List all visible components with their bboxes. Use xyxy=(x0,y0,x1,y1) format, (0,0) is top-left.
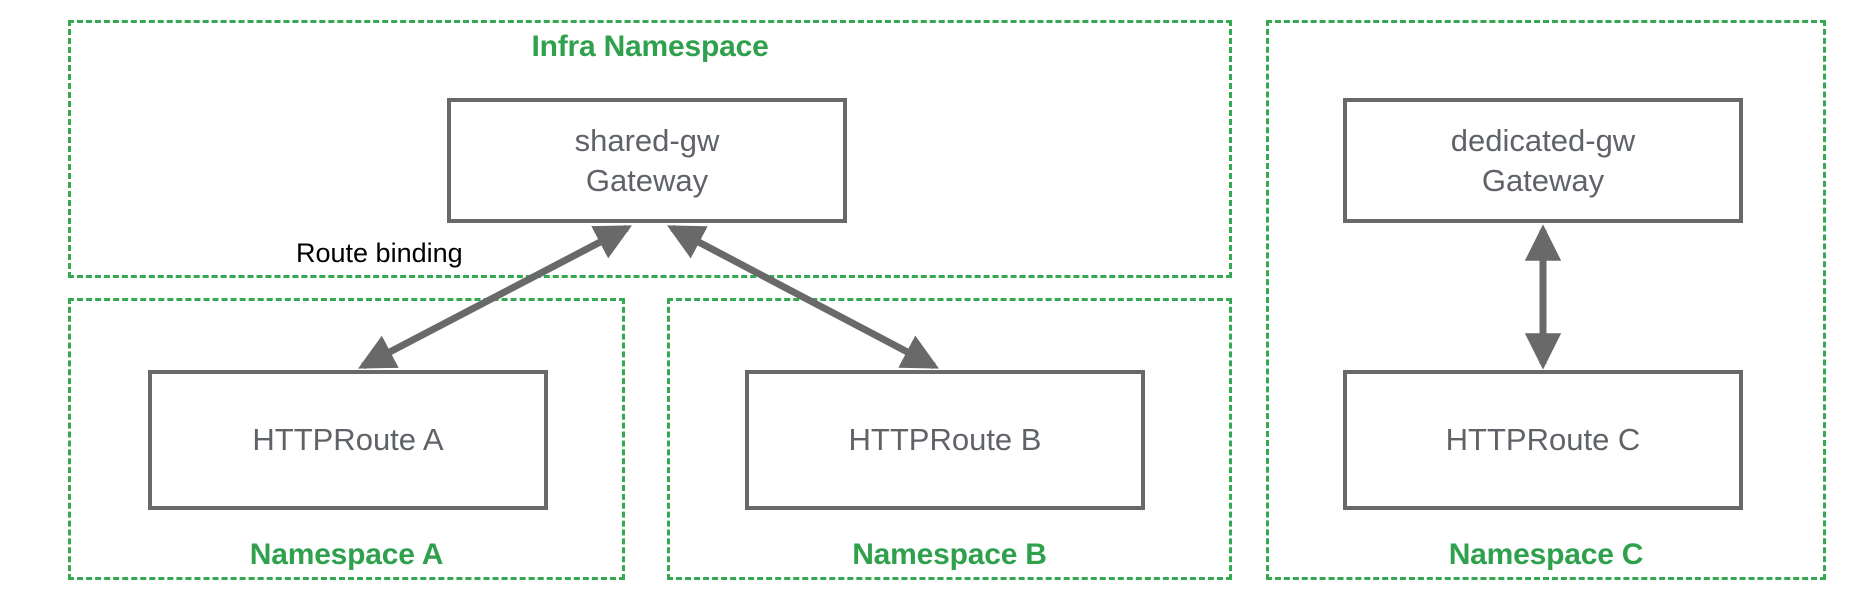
resource-box-httproute-a[interactable]: HTTPRoute A xyxy=(148,370,548,510)
namespace-box-infra xyxy=(68,20,1232,278)
resource-box-shared-gw[interactable]: shared-gw Gateway xyxy=(447,98,847,223)
namespace-label-b: Namespace B xyxy=(852,538,1047,571)
namespace-box-b xyxy=(667,298,1232,580)
namespace-box-c xyxy=(1266,20,1826,580)
namespace-label-infra: Infra Namespace xyxy=(531,30,769,63)
resource-box-httproute-b[interactable]: HTTPRoute B xyxy=(745,370,1145,510)
edge-label-route-binding: Route binding xyxy=(296,238,463,268)
namespace-label-c: Namespace C xyxy=(1448,538,1644,571)
resource-box-dedicated-gw[interactable]: dedicated-gw Gateway xyxy=(1343,98,1743,223)
resource-box-httproute-c[interactable]: HTTPRoute C xyxy=(1343,370,1743,510)
namespace-label-a: Namespace A xyxy=(249,538,444,571)
namespace-box-a xyxy=(68,298,625,580)
